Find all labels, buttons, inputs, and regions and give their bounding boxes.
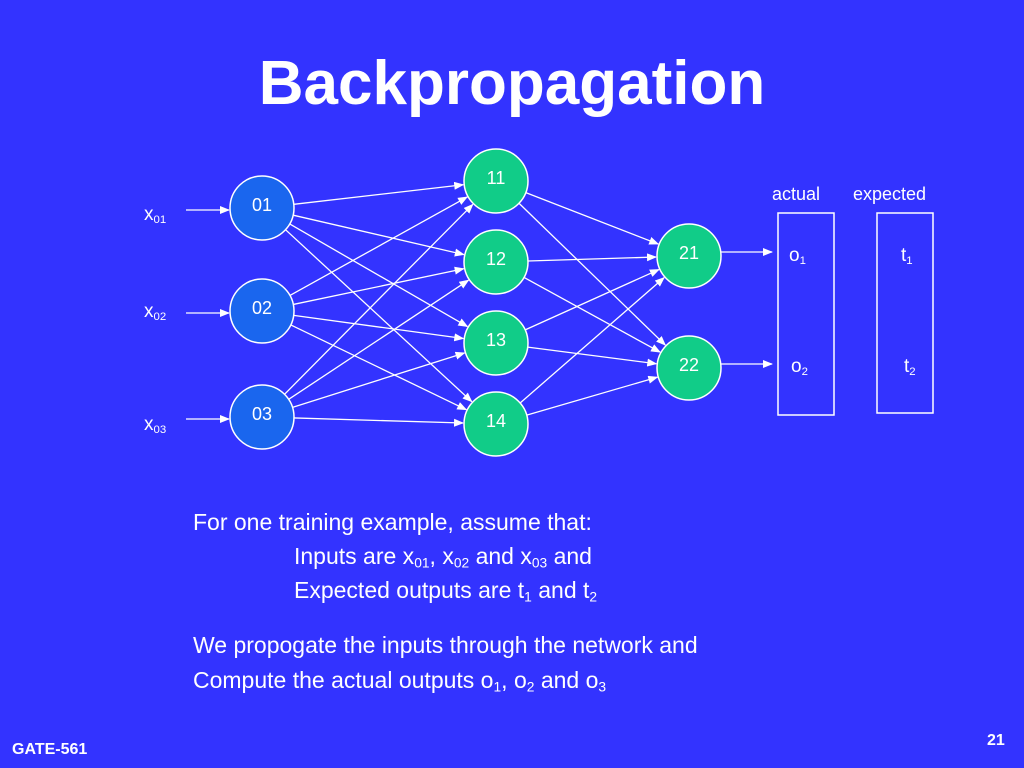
edge-02-14 (290, 324, 468, 411)
expected-value-t2: t2 (904, 356, 916, 378)
input-label-x03: x03 (144, 414, 167, 436)
input-node-03: 03 (229, 384, 295, 450)
hidden-node-13-circle (463, 310, 529, 376)
hidden-node-11: 11 (463, 148, 529, 214)
edge-03-14 (293, 417, 465, 427)
footer-course-code: GATE-561 (12, 741, 88, 758)
output-node-21-label: 21 (679, 243, 699, 263)
edge-01-11 (293, 181, 465, 205)
actual-value-o2: o2 (791, 356, 808, 378)
expected-heading: expected (853, 184, 927, 204)
edge-03-13 (292, 351, 466, 408)
expected-value-t1: t1 (901, 245, 913, 267)
input-node-01-circle (229, 175, 295, 241)
hidden-node-12: 12 (463, 229, 529, 295)
output-node-21-circle (656, 223, 722, 289)
edge-03-12 (288, 279, 470, 400)
slide-title: Backpropagation (258, 49, 766, 118)
edge-layer (186, 181, 773, 427)
input-node-03-circle (229, 384, 295, 450)
hidden-node-13: 13 (463, 310, 529, 376)
input-node-02: 02 (229, 278, 295, 344)
input-node-01: 01 (229, 175, 295, 241)
body-line-5: Compute the actual outputs o1, o2 and o3 (193, 667, 607, 695)
edge-01-14 (285, 229, 473, 403)
edge-11-22 (518, 202, 667, 346)
output-node-22: 22 (656, 335, 722, 401)
edge-14-22 (526, 375, 659, 416)
node-layer: 01 02 03 11 12 13 14 21 22 (229, 148, 722, 457)
edge-11-21 (525, 191, 660, 245)
body-line-3: Expected outputs are t1 and t2 (294, 577, 598, 605)
hidden-node-14-label: 14 (486, 411, 506, 431)
hidden-node-12-label: 12 (486, 249, 506, 269)
edge-03-11 (284, 203, 474, 395)
input-node-02-label: 02 (252, 298, 272, 318)
expected-box (876, 212, 934, 414)
edge-12-21 (527, 253, 658, 262)
body-line-1: For one training example, assume that: (193, 509, 592, 535)
output-node-21: 21 (656, 223, 722, 289)
input-node-02-circle (229, 278, 295, 344)
hidden-node-14-circle (463, 391, 529, 457)
edge-13-22 (527, 346, 658, 367)
actual-box (777, 212, 835, 416)
output-node-22-label: 22 (679, 355, 699, 375)
hidden-node-11-circle (463, 148, 529, 214)
output-node-22-circle (656, 335, 722, 401)
page-number: 21 (987, 732, 1005, 749)
edge-01-13 (289, 223, 469, 328)
hidden-node-12-circle (463, 229, 529, 295)
edge-13-21 (524, 268, 660, 331)
input-node-03-label: 03 (252, 404, 272, 424)
edge-02-11 (289, 196, 469, 297)
body-line-4: We propogate the inputs through the netw… (193, 632, 698, 658)
edge-02-13 (293, 314, 465, 342)
actual-heading: actual (772, 184, 821, 204)
input-label-x01: x01 (144, 204, 167, 226)
body-line-2: Inputs are x01, x02 and x03 and (294, 543, 592, 571)
edge-14-21 (519, 277, 665, 404)
hidden-node-13-label: 13 (486, 330, 506, 350)
edge-12-22 (523, 276, 661, 353)
edge-02-12 (293, 266, 465, 306)
input-label-x02: x02 (144, 301, 167, 323)
input-node-01-label: 01 (252, 195, 272, 215)
hidden-node-11-label: 11 (487, 168, 506, 188)
actual-value-o1: o1 (789, 245, 806, 267)
edge-01-12 (293, 214, 465, 257)
hidden-node-14: 14 (463, 391, 529, 457)
